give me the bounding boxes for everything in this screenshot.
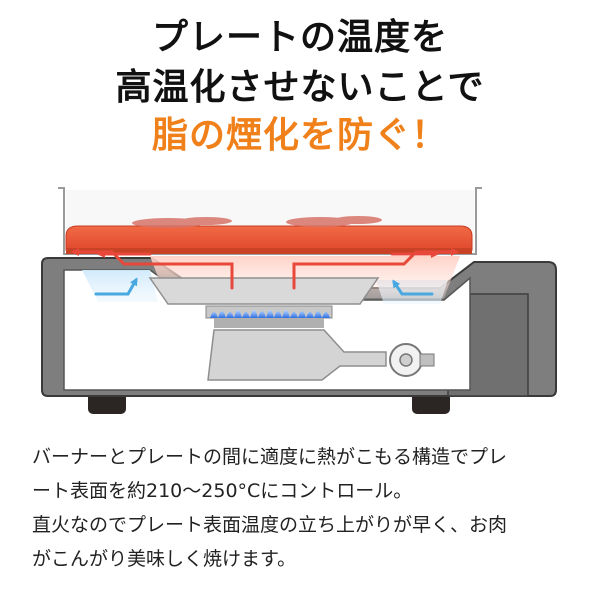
description-line-2: ート表面を約210〜250°Cにコントロール。	[32, 480, 413, 502]
cool-flow-arrow-icon	[94, 277, 434, 296]
right-foot	[412, 392, 450, 414]
grill-cross-section-diagram	[41, 187, 557, 414]
description-line-3: 直火なのでプレート表面温度の立ち上がりが早く、お肉	[32, 514, 508, 536]
headline-line-1: プレートの温度を	[151, 17, 448, 58]
headline-line-3: 脂の煙化を防ぐ！	[151, 115, 448, 156]
plate-rim-shadow	[66, 248, 472, 254]
control-knob-icon	[389, 343, 435, 377]
burner-base	[214, 318, 324, 328]
burner-bowl	[148, 277, 380, 305]
heat-flow-arrow-icon	[71, 248, 459, 290]
left-foot	[88, 392, 126, 414]
grill-plate	[65, 225, 473, 251]
gas-pipe	[207, 329, 387, 381]
headline-line-2: 高温化させないことで	[115, 67, 485, 108]
description-line-1: バーナーとプレートの間に適度に熱がこもる構造でプレ	[32, 446, 508, 468]
description-text: バーナーとプレートの間に適度に熱がこもる構造でプレ ート表面を約210〜250°…	[32, 440, 580, 576]
meat-on-plate	[132, 216, 382, 228]
flame-icon	[210, 310, 330, 318]
description-line-4: がこんがり美味しく焼けます。	[32, 548, 297, 570]
